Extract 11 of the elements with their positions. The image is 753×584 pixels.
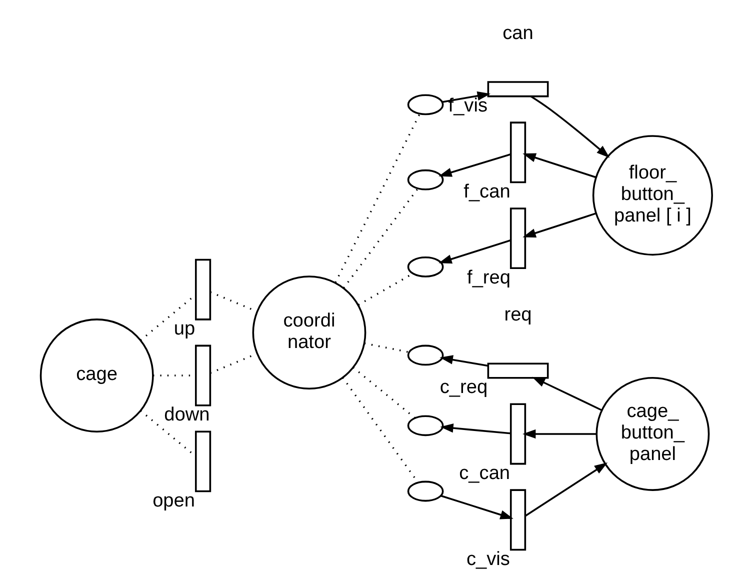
node-label: f_vis (448, 96, 488, 117)
node-label: c_vis (466, 548, 510, 570)
node-label: up (174, 318, 196, 340)
label: req (504, 304, 532, 326)
label: can (502, 22, 534, 44)
node-label: f_req (467, 267, 511, 288)
node-label: c_can (459, 463, 510, 484)
node-label: c_req (440, 377, 488, 398)
node-label: open (152, 490, 196, 512)
node-label: f_can (464, 182, 510, 203)
node-label: down (164, 404, 210, 426)
